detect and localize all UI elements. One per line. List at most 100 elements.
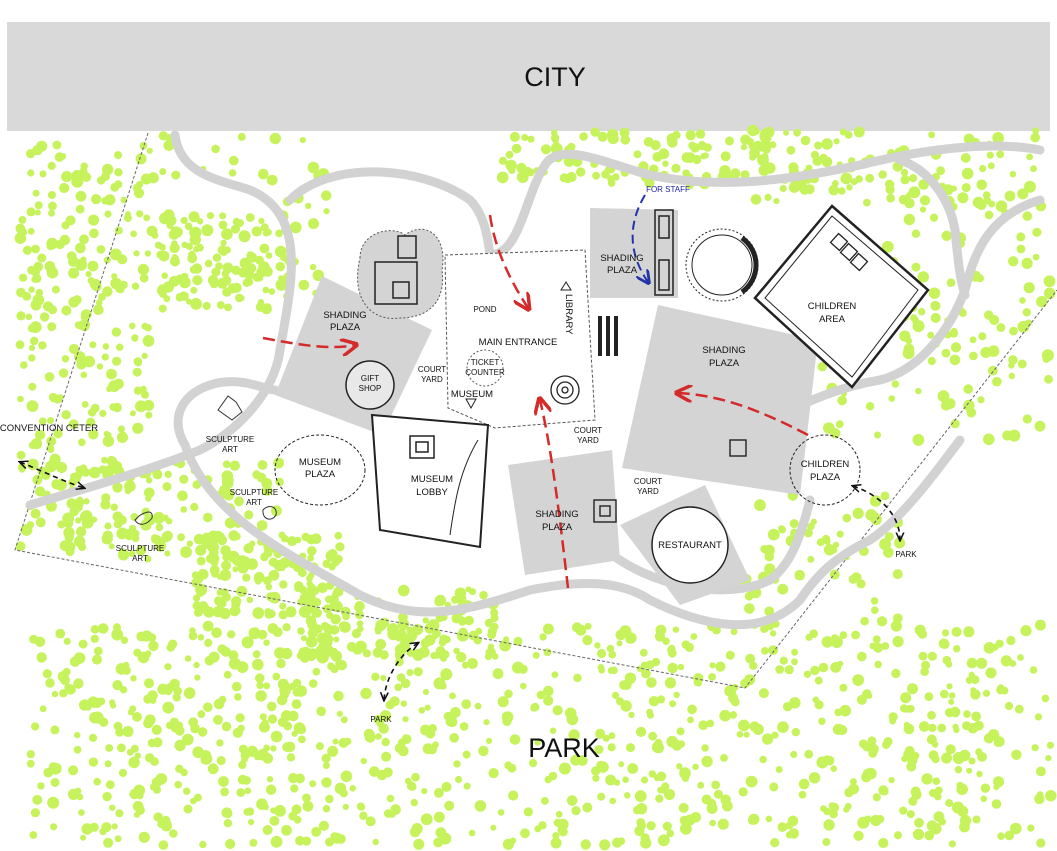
tree xyxy=(656,771,667,782)
tree xyxy=(83,355,95,368)
tree xyxy=(177,490,188,502)
tree xyxy=(305,635,318,648)
tree xyxy=(115,663,128,675)
tree xyxy=(47,191,56,199)
tree xyxy=(666,829,675,838)
tree xyxy=(483,719,490,726)
tree xyxy=(920,667,929,676)
tree xyxy=(237,774,248,785)
tree xyxy=(736,731,744,738)
tree xyxy=(775,665,785,674)
tree xyxy=(566,713,579,726)
tree xyxy=(32,794,43,805)
tree xyxy=(818,717,826,725)
tree xyxy=(836,530,844,538)
tree xyxy=(745,775,758,788)
tree xyxy=(540,144,552,155)
tree xyxy=(306,648,319,660)
tree xyxy=(106,368,117,380)
tree xyxy=(79,464,88,473)
tree xyxy=(912,434,925,446)
tree xyxy=(269,132,281,145)
tree xyxy=(238,744,248,754)
tree xyxy=(90,625,100,634)
tree xyxy=(464,615,474,626)
tree xyxy=(951,626,962,637)
tree xyxy=(786,145,796,155)
tree xyxy=(220,787,230,797)
tree xyxy=(35,486,46,497)
tree xyxy=(571,806,581,816)
tree xyxy=(190,502,199,512)
tree xyxy=(291,804,302,815)
tree xyxy=(791,658,798,666)
tree xyxy=(295,835,305,846)
tree xyxy=(516,171,529,184)
tree xyxy=(334,531,343,540)
tree xyxy=(985,667,997,679)
tree xyxy=(508,790,519,801)
tree xyxy=(31,244,40,254)
tree xyxy=(133,188,145,199)
label-library: LIBRARY xyxy=(563,294,574,335)
tree xyxy=(584,622,592,630)
tree xyxy=(484,618,494,628)
tree xyxy=(291,699,302,709)
tree xyxy=(654,631,666,642)
tree xyxy=(835,420,844,429)
tree xyxy=(646,677,657,688)
tree xyxy=(232,566,239,573)
tree xyxy=(628,711,635,719)
tree xyxy=(1016,244,1026,254)
arrow-from-south xyxy=(540,400,570,589)
tree xyxy=(1008,362,1015,369)
tree xyxy=(976,179,988,191)
tree xyxy=(96,299,103,306)
tree xyxy=(287,536,298,547)
tree xyxy=(946,278,956,288)
tree xyxy=(270,807,277,814)
tree xyxy=(246,558,258,570)
tree xyxy=(616,697,624,706)
tree xyxy=(1014,704,1024,714)
tree xyxy=(59,689,68,698)
tree xyxy=(1004,701,1014,711)
tree xyxy=(991,799,1002,809)
tree xyxy=(263,744,270,752)
tree xyxy=(165,721,174,730)
tree xyxy=(842,513,852,523)
tree xyxy=(308,679,318,688)
tree xyxy=(242,278,252,288)
tree xyxy=(720,754,728,762)
tree xyxy=(602,734,610,742)
tree xyxy=(878,170,887,179)
tree xyxy=(93,304,104,316)
tree xyxy=(646,821,656,831)
tree xyxy=(738,787,748,797)
tree xyxy=(906,810,915,819)
tree xyxy=(953,726,960,733)
label-main-entrance: MAIN ENTRANCE xyxy=(479,337,558,348)
tree xyxy=(692,154,702,165)
tree xyxy=(740,170,750,180)
tree xyxy=(357,625,364,633)
tree xyxy=(719,709,731,722)
tree xyxy=(29,634,39,644)
tree xyxy=(872,793,881,802)
tree xyxy=(823,819,835,831)
tree xyxy=(145,411,153,419)
tree xyxy=(130,675,137,682)
tree xyxy=(262,286,270,294)
tree xyxy=(339,789,348,798)
tree xyxy=(980,783,991,793)
tree xyxy=(502,716,512,726)
tree xyxy=(879,538,892,551)
tree xyxy=(55,628,66,639)
tree xyxy=(750,194,762,205)
tree xyxy=(377,771,384,778)
tree xyxy=(949,706,961,718)
tree xyxy=(35,429,46,440)
tree xyxy=(830,765,837,772)
tree xyxy=(307,620,318,631)
